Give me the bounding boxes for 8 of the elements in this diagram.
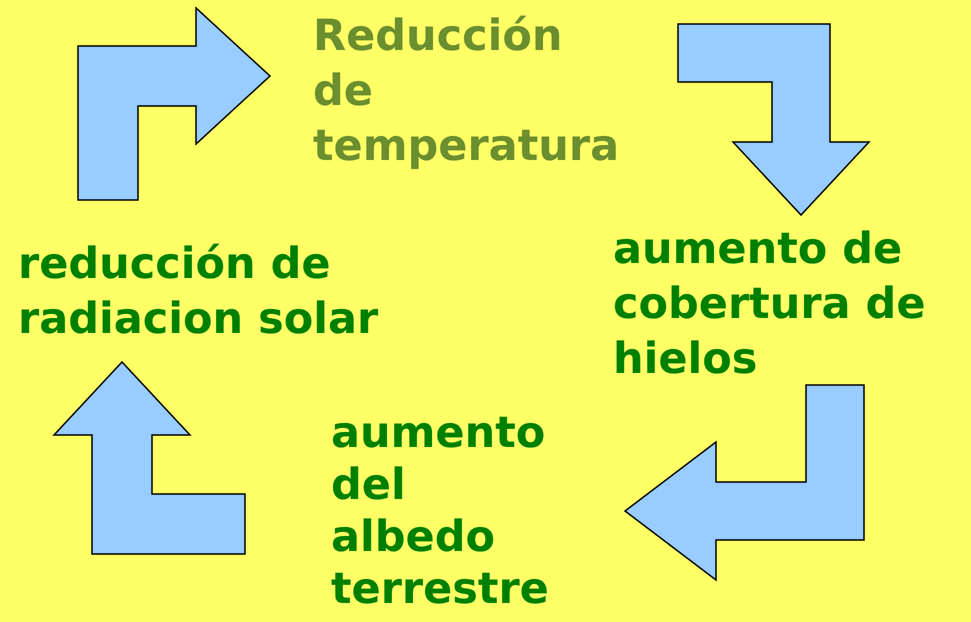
cycle-step-label: aumento del albedo terrestre: [331, 407, 549, 615]
bent-arrow: [77, 6, 272, 201]
bent-arrow: [624, 384, 865, 582]
cycle-step-label: Reducción de temperatura: [313, 10, 620, 173]
bent-arrow: [52, 360, 246, 555]
cycle-step-label: aumento de cobertura de hielos: [613, 223, 926, 386]
bent-arrow: [677, 23, 871, 216]
cycle-step-label: reducción de radiacion solar: [18, 238, 380, 346]
